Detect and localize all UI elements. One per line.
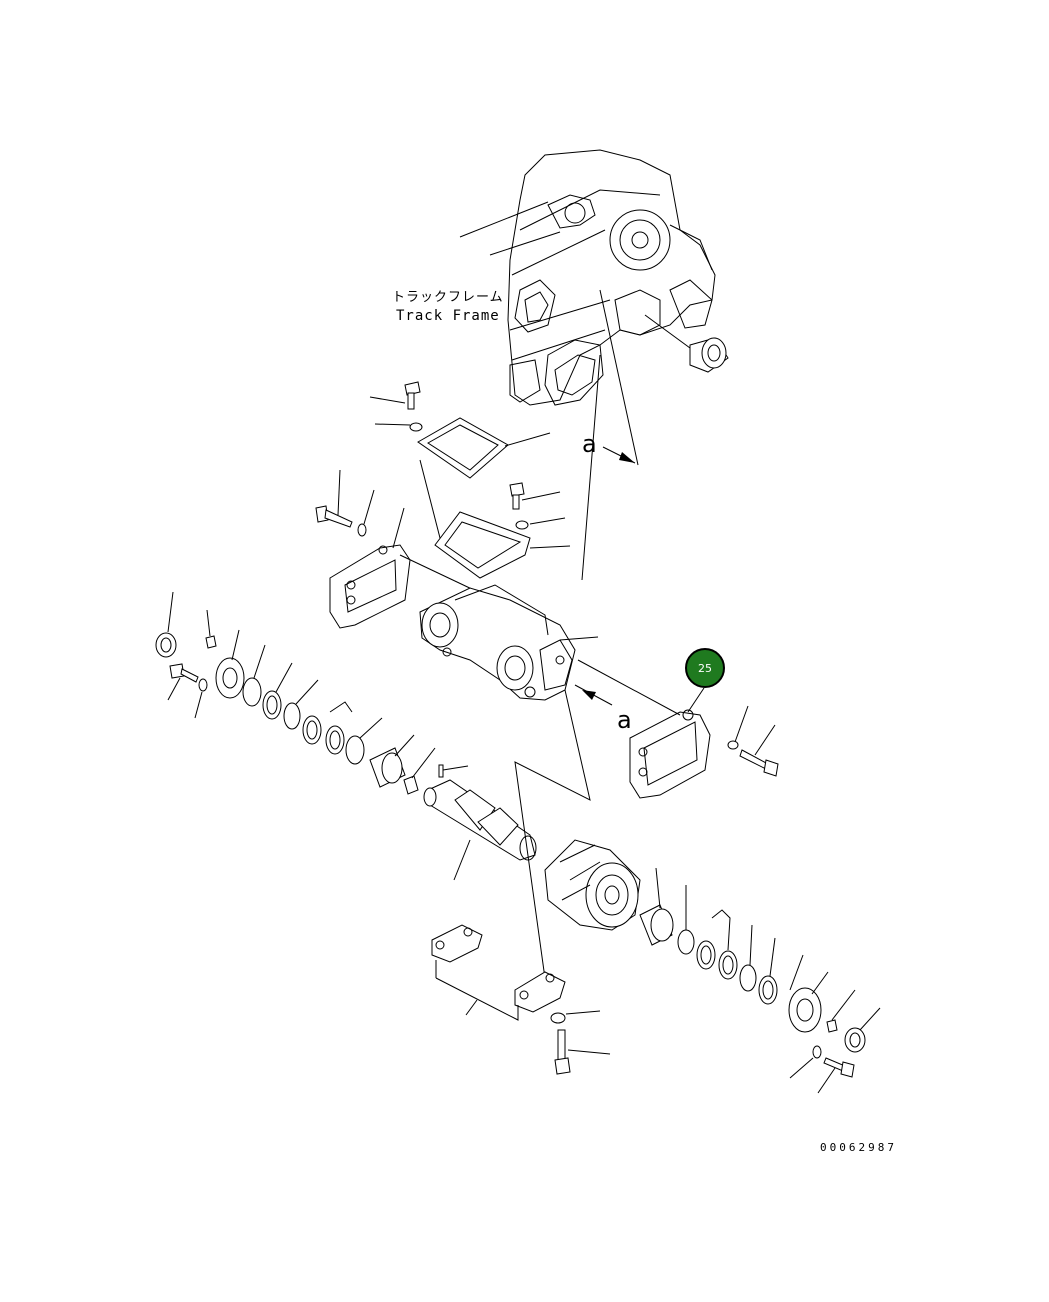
o-ring-right-4 bbox=[758, 937, 778, 1005]
cover-plate bbox=[434, 511, 571, 579]
reference-letter-upper: a bbox=[582, 430, 597, 458]
o-ring-right-1 bbox=[677, 885, 695, 955]
ring-right-2 bbox=[718, 950, 738, 980]
cover-bolt-middle bbox=[509, 482, 561, 510]
track-frame bbox=[507, 149, 716, 406]
o-ring-left-3 bbox=[283, 679, 319, 730]
bolt-left-end bbox=[167, 663, 199, 701]
ring-left-5 bbox=[345, 717, 383, 765]
frame-bushing bbox=[644, 314, 729, 373]
diagram-part-number: 00062987 bbox=[820, 1141, 897, 1154]
mounting-bolt-left bbox=[315, 469, 353, 528]
washer-right bbox=[727, 705, 749, 750]
bracket-right bbox=[577, 659, 711, 799]
callout-badge-25[interactable]: 25 bbox=[685, 648, 725, 688]
leader-lines-frame bbox=[459, 201, 639, 581]
o-ring-left-1 bbox=[242, 644, 266, 707]
floating-seal-left bbox=[155, 591, 177, 658]
washer-right-end bbox=[789, 1045, 822, 1079]
leader-lines-center bbox=[514, 689, 591, 1001]
washer-middle bbox=[515, 517, 566, 530]
bushing-left bbox=[369, 734, 415, 788]
thrust-washer-left bbox=[302, 715, 322, 745]
plug-right bbox=[826, 989, 856, 1033]
plug-left bbox=[205, 609, 217, 649]
washer-left bbox=[357, 489, 375, 537]
roller-housing bbox=[419, 584, 599, 701]
guard-lower bbox=[435, 971, 566, 1021]
pin bbox=[438, 764, 469, 778]
cover-flange-left bbox=[215, 629, 245, 699]
floating-seal-right bbox=[844, 1007, 881, 1053]
bushing-right bbox=[639, 867, 674, 946]
track-frame-label-en: Track Frame bbox=[396, 308, 500, 324]
mounting-bolt-right bbox=[739, 724, 779, 777]
thrust-washer-right bbox=[696, 909, 731, 970]
o-ring-right-3 bbox=[739, 924, 757, 992]
plug-shaft bbox=[403, 747, 436, 795]
cover-bolt-upper bbox=[369, 381, 421, 410]
guard-upper bbox=[431, 924, 483, 978]
callout-number: 25 bbox=[698, 661, 712, 675]
bolt-bottom bbox=[554, 1029, 611, 1075]
bolt-right-end bbox=[817, 1057, 855, 1094]
ring-left-4 bbox=[325, 701, 353, 755]
roller-shaft bbox=[423, 779, 537, 881]
bracket-left bbox=[329, 507, 496, 629]
reference-arrow-upper bbox=[602, 446, 636, 464]
o-ring-left-2 bbox=[262, 662, 293, 720]
washer-upper bbox=[374, 422, 423, 432]
reference-letter-lower: a bbox=[617, 706, 632, 734]
reference-arrow-lower bbox=[574, 684, 613, 706]
gasket bbox=[417, 417, 551, 479]
cover-flange-right bbox=[788, 954, 829, 1033]
track-roller bbox=[544, 839, 641, 931]
track-frame-label-jp: トラックフレーム bbox=[392, 290, 504, 305]
washer-left-end bbox=[194, 678, 208, 719]
leader-lines-gasket bbox=[419, 459, 441, 539]
washer-bottom bbox=[550, 1010, 601, 1024]
